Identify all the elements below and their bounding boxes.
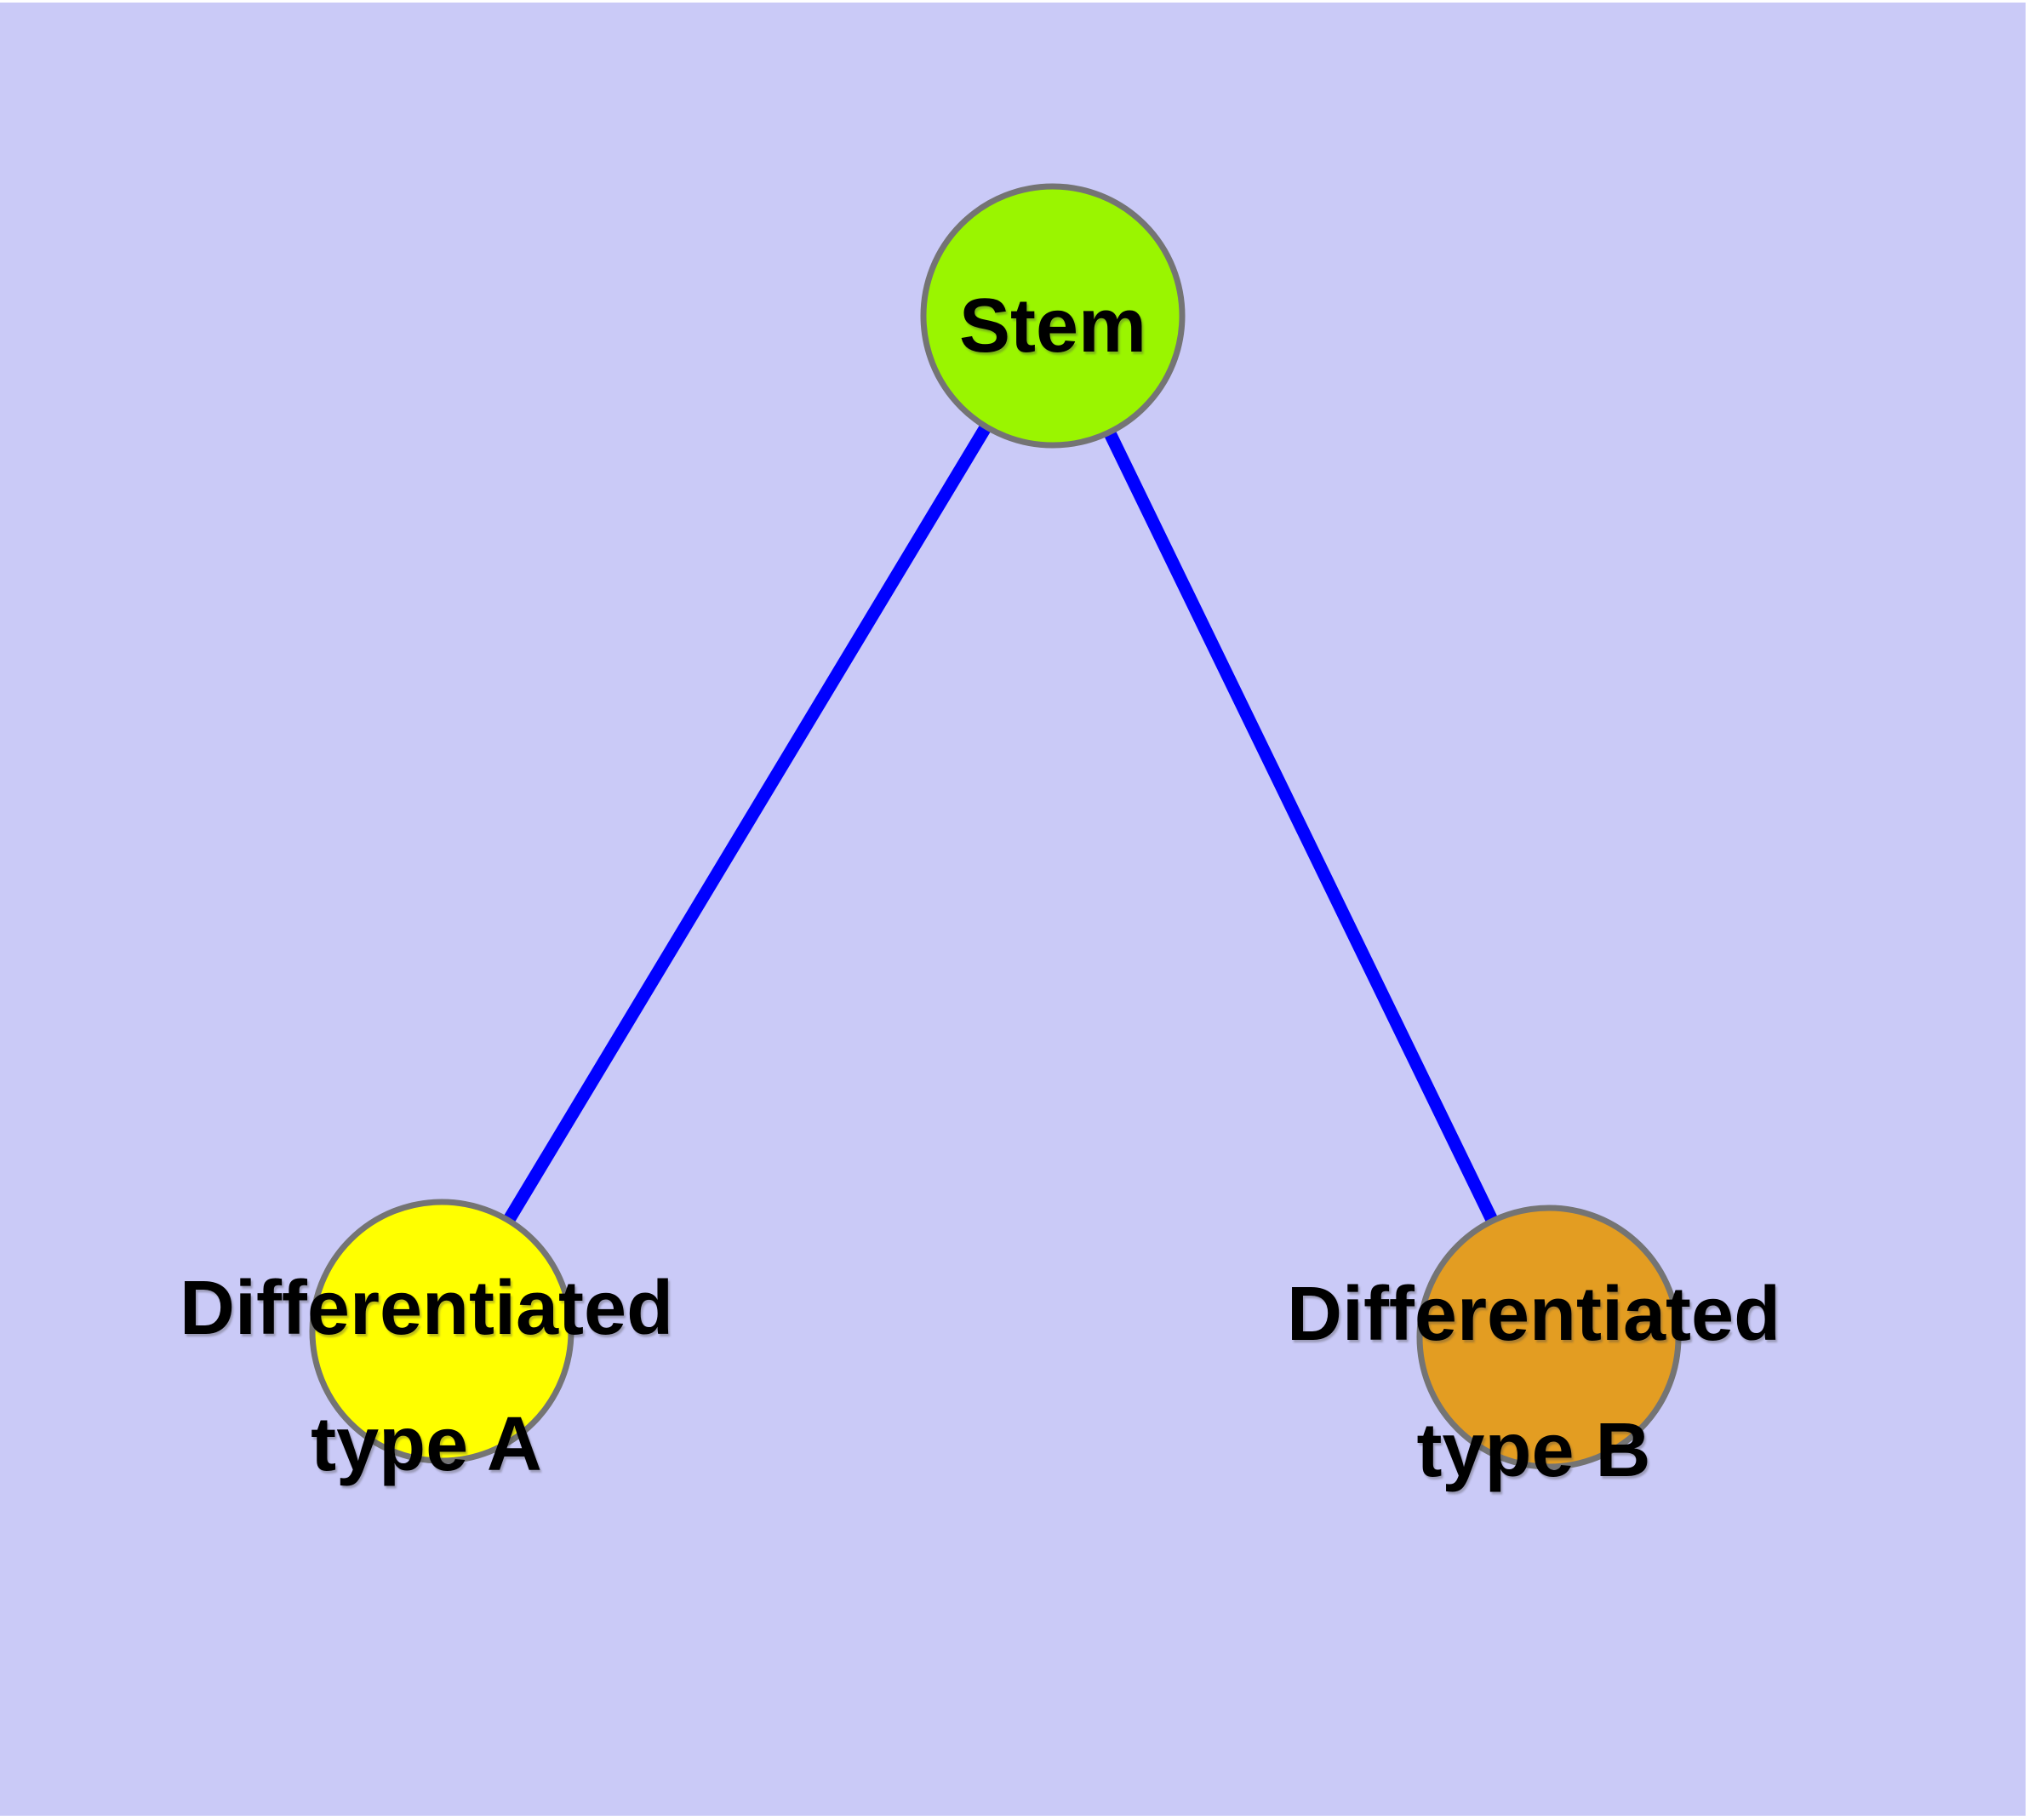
node-label-differentiated-type-a: Differentiated type A: [179, 1266, 674, 1487]
node-label-differentiated-type-b: Differentiated type B: [1286, 1272, 1781, 1493]
edge-stem-to-type-a: [436, 312, 1059, 1335]
node-stem: [920, 183, 1186, 449]
node-differentiated-type-a: [309, 1199, 574, 1464]
node-label-stem: Stem: [958, 283, 1147, 369]
node-differentiated-type-b: [1416, 1205, 1682, 1470]
edge-stem-to-type-b: [1047, 312, 1555, 1341]
